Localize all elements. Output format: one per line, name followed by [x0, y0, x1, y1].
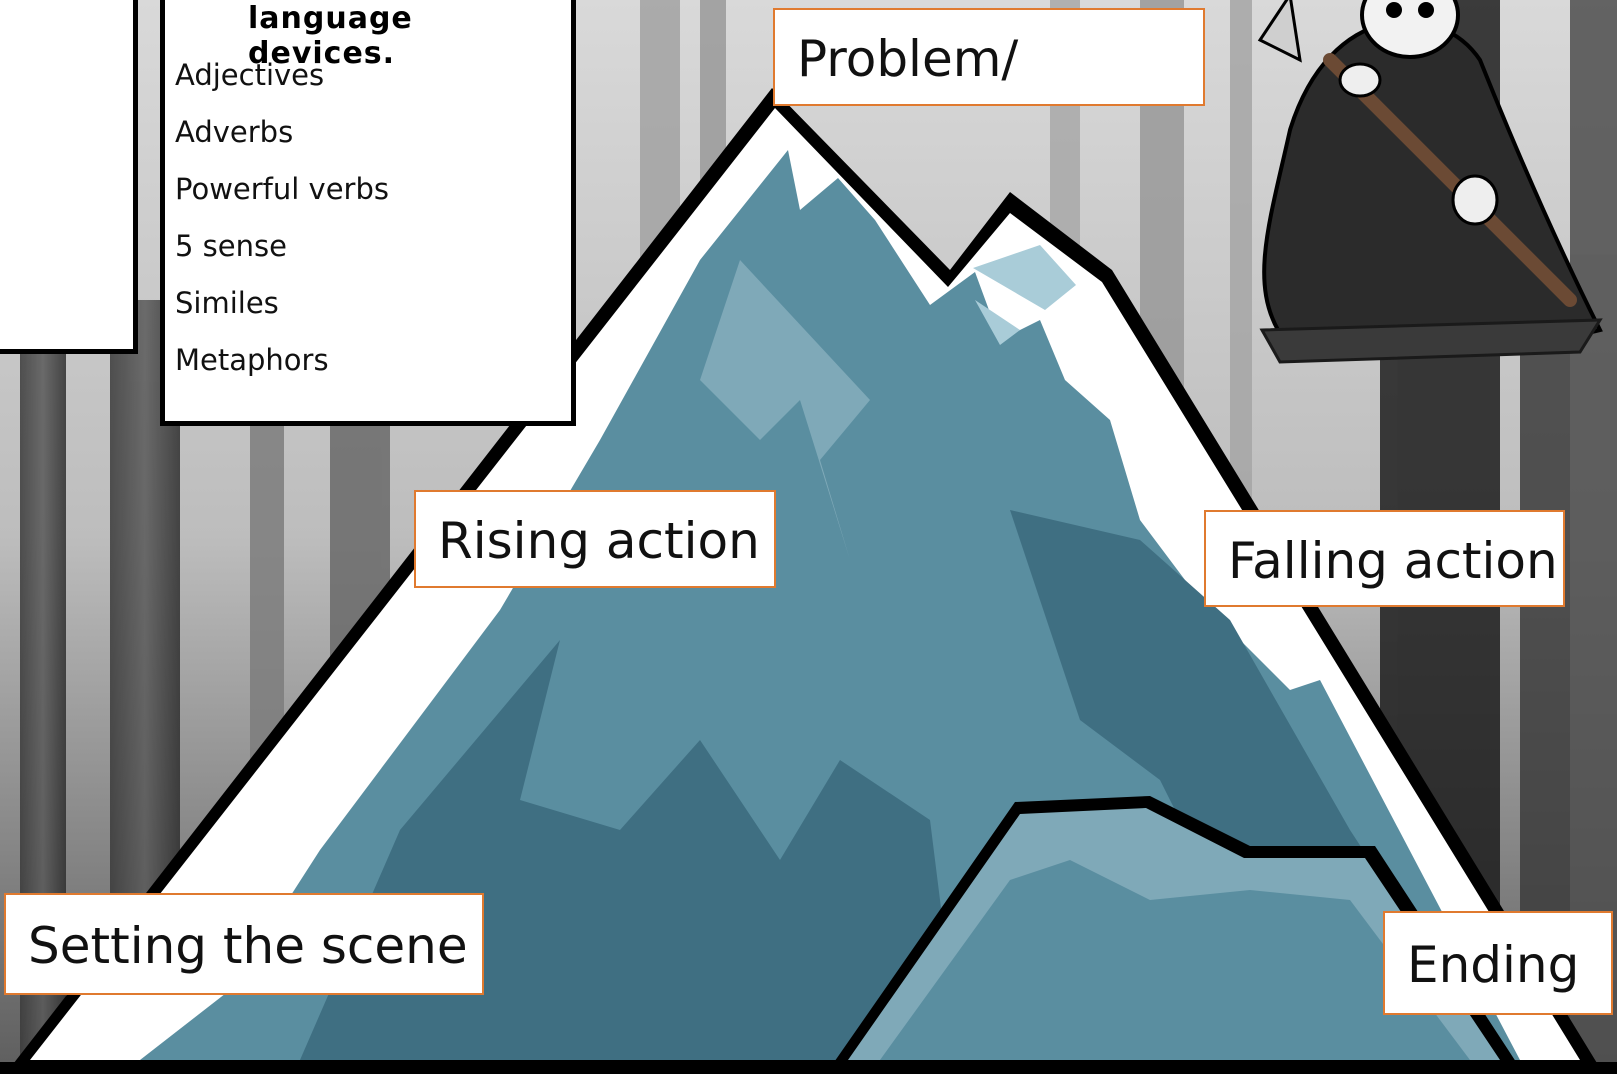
- language-devices-list: Adjectives Adverbs Powerful verbs 5 sens…: [175, 57, 389, 399]
- stage-rising-action-label: Rising action: [438, 512, 760, 570]
- list-item: Adverbs: [175, 115, 294, 149]
- stage-setting-label: Setting the scene: [28, 917, 468, 975]
- stage-setting-box[interactable]: Setting the scene: [4, 893, 484, 995]
- stage-problem-label: Problem/: [797, 30, 1019, 88]
- left-info-panel: [0, 0, 138, 354]
- stage-falling-action-label: Falling action: [1228, 532, 1558, 590]
- stage-ending-box[interactable]: Ending: [1383, 911, 1613, 1015]
- stage-ending-label: Ending: [1407, 936, 1580, 994]
- list-item: 5 sense: [175, 229, 287, 263]
- foothill: [830, 796, 1520, 1068]
- list-item: Metaphors: [175, 343, 329, 377]
- list-item: Powerful verbs: [175, 172, 389, 206]
- grim-reaper-illustration: [1257, 0, 1603, 364]
- language-devices-heading: language devices.: [248, 1, 413, 71]
- list-item: Similes: [175, 286, 279, 320]
- language-devices-box: language devices. Adjectives Adverbs Pow…: [160, 0, 576, 426]
- stage-problem-box[interactable]: Problem/: [773, 8, 1205, 106]
- stage-falling-action-box[interactable]: Falling action: [1204, 510, 1565, 607]
- stage-rising-action-box[interactable]: Rising action: [414, 490, 776, 588]
- list-item: Adjectives: [175, 58, 325, 92]
